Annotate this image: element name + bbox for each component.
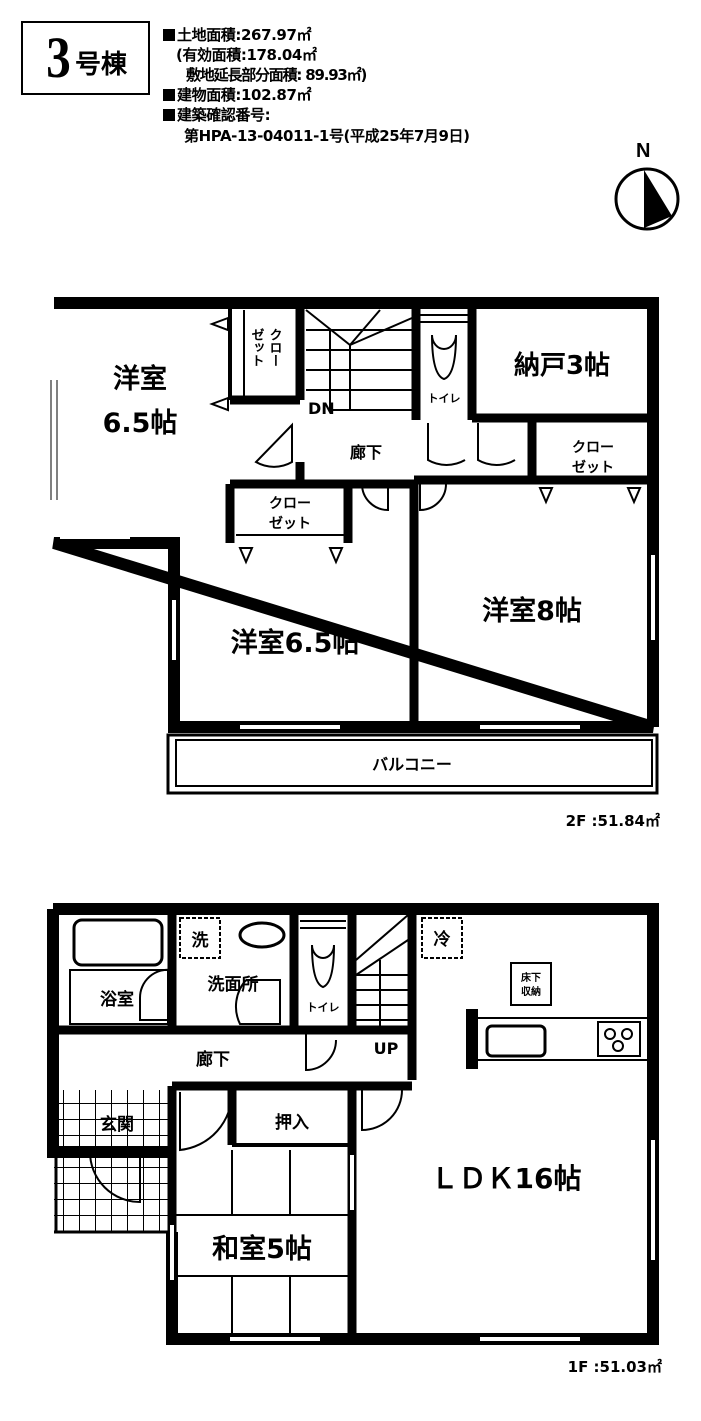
spec-building-area: 建物面積:102.87㎡ [163,86,311,105]
hallway-1f-label: 廊下 [196,1049,230,1070]
bullet-square-icon [163,89,175,101]
toilet-1f-label: トイレ [307,1001,340,1014]
kitchen-counter [466,1009,651,1069]
closet-a-label-1: クロー [267,328,283,367]
fridge-space [421,917,463,959]
bathtub-icon [72,918,164,967]
washer-symbol: 洗 [192,930,209,951]
room-western-b-label: 洋室6.5帖 [231,627,360,659]
balcony-outline [166,733,659,795]
closet-c-label-1: クロー [572,440,614,456]
entrance-label: 玄関 [100,1114,134,1135]
north-arrow-icon [614,167,680,231]
floor-2-plan: 洋室 6.5帖 クロー ゼット DN トイレ 納戸3帖 廊下 クロー ゼット ク… [50,297,660,830]
room-western-c-label: 洋室8帖 [482,595,582,627]
closet-b-label-2: ゼット [269,515,311,532]
underfloor-storage-label-1: 床下 [521,971,541,984]
building-number-box: 3 号棟 [21,21,150,95]
oshiire-label: 押入 [275,1112,309,1133]
ldk-label: ＬＤＫ16帖 [431,1162,582,1195]
closet-a-label-2: ゼット [249,327,265,367]
floor-2-area: 2F :51.84㎡ [566,812,660,830]
closet-b-label-1: クロー [269,496,311,512]
compass: N [612,140,682,235]
room-western-a-label-1: 洋室 [113,363,167,395]
floor-1-plan: 浴室 洗 洗面所 トイレ UP 冷 床下 収納 廊下 玄関 押入 和室5帖 ＬＤ… [47,903,662,1376]
closet-c-label-2: ゼット [572,459,614,476]
toilet-fixture-2f [420,314,468,381]
stairs-up-label: UP [374,1039,399,1058]
fridge-symbol: 冷 [434,929,451,950]
spec-permit-number: 第HPA-13-04011-1号(平成25年7月9日) [184,127,470,145]
stairs-down-label: DN [308,399,335,418]
stairs-1f [355,914,409,1030]
spec-permit-label: 建築確認番号: [163,106,271,125]
compass-north-label: N [636,140,651,162]
washbasin-icon [238,921,286,949]
washer-space [179,917,221,959]
underfloor-storage-label-2: 収納 [521,985,541,998]
japanese-room-label: 和室5帖 [212,1233,312,1265]
tatami-grid [176,1150,348,1336]
room-western-a-label-2: 6.5帖 [103,408,178,439]
washroom-label: 洗面所 [208,974,259,995]
bullet-square-icon [163,109,175,121]
bathroom-label: 浴室 [100,989,134,1010]
stairs-2f [305,309,413,411]
storage-label: 納戸3帖 [514,350,610,381]
bullet-square-icon [163,29,175,41]
toilet-2f-label: トイレ [428,392,461,405]
spec-effective-area: (有効面積:178.04㎡ [176,46,317,64]
spec-extension-area: 敷地延長部分面積: 89.93㎡) [186,66,367,84]
building-suffix: 号棟 [74,50,127,80]
toilet-fixture-1f [300,920,346,989]
underfloor-storage-icon [510,962,552,1006]
hallway-2f-label: 廊下 [350,443,382,462]
balcony-label: バルコニー [372,755,452,774]
floor-1-area: 1F :51.03㎡ [568,1358,662,1376]
building-number: 3 [46,25,71,90]
spec-land-area: 土地面積:267.97㎡ [163,26,311,45]
